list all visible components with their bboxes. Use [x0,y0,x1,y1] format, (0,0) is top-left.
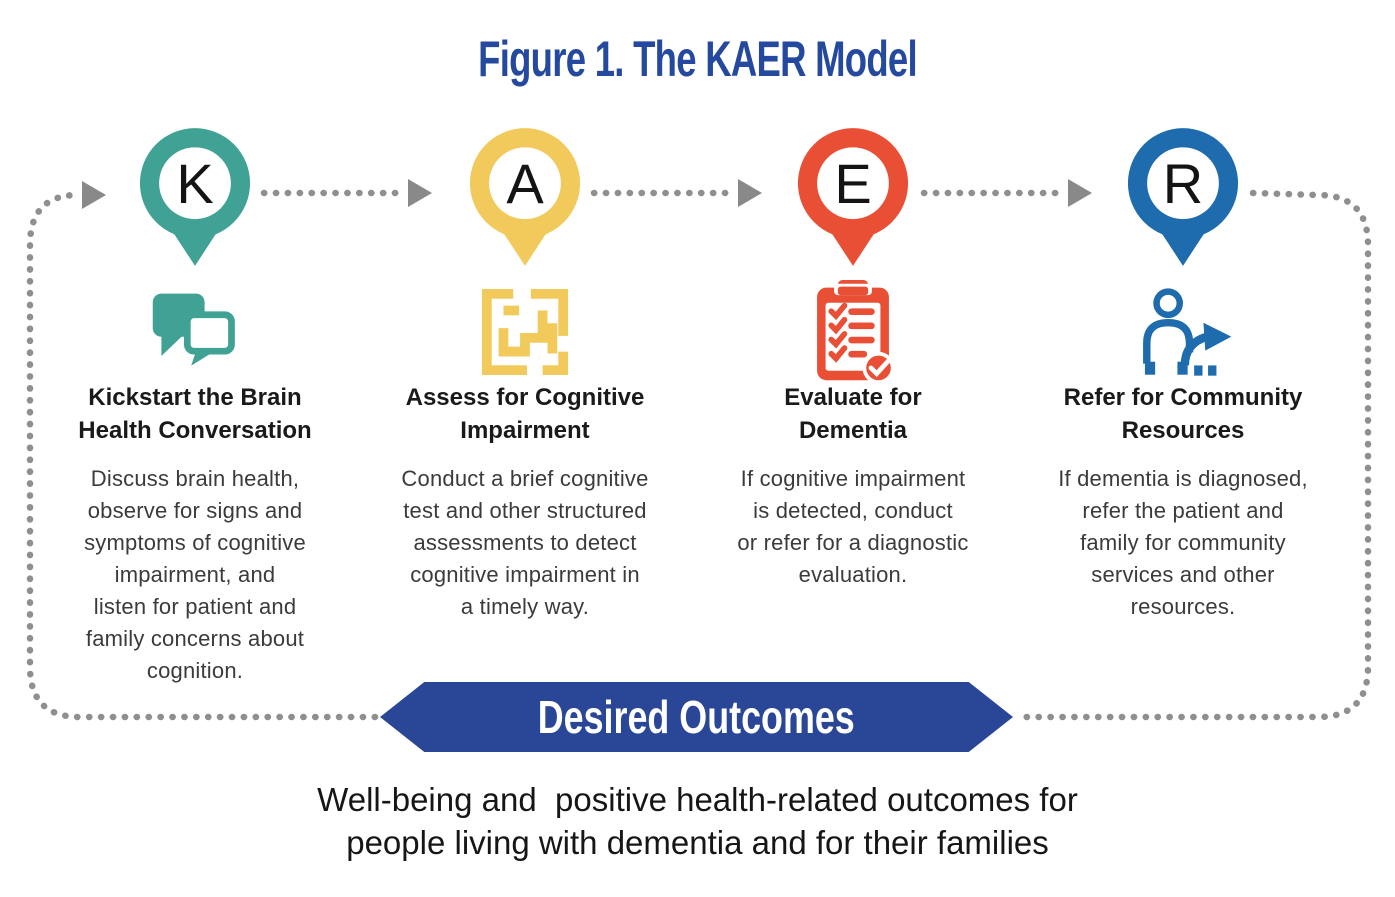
map-pin-icon [469,128,581,266]
pin-letter-k: K [176,152,214,215]
step-description-evaluate: If cognitive impairment is detected, con… [737,466,969,587]
step-heading-kickstart: Kickstart the Brain Health Conversation [78,384,312,444]
pin-marker-r: R [1124,122,1242,270]
step-column-refer: R Refer for Community Resources If demen… [1023,122,1343,623]
map-pin-icon [1127,128,1239,266]
pin-marker-e: E [794,122,912,270]
desired-outcomes-label: Desired Outcomes [537,691,856,743]
maze-icon [480,284,570,379]
desired-outcomes-banner: Desired Outcomes [380,682,1013,752]
pin-marker-k: K [136,122,254,270]
figure-title: Figure 1. The KAER Model [0,30,1395,88]
map-pin-icon [139,128,251,266]
clipboard-checklist-icon [805,279,901,384]
arrow-into-k-icon [82,181,106,209]
step-column-evaluate: E Evaluate for Dementia If c [693,122,1013,591]
figure-title-text: Figure 1. The KAER Model [478,31,918,87]
pin-letter-e: E [834,152,872,215]
map-pin-icon [797,128,909,266]
outcome-statement: Well-being and positive health-related o… [317,781,1078,861]
step-description-refer: If dementia is diagnosed, refer the pati… [1058,466,1308,619]
step-heading-evaluate: Evaluate for Dementia [784,384,922,444]
pin-letter-r: R [1162,152,1204,215]
arrow-k-to-a-icon [408,179,432,207]
step-description-assess: Conduct a brief cognitive test and other… [401,466,649,619]
flow-path-right [1014,189,1372,721]
step-heading-refer: Refer for Community Resources [1063,384,1303,444]
step-description-kickstart: Discuss brain health, observe for signs … [84,466,306,683]
pin-marker-a: A [466,122,584,270]
person-refer-arrow-icon [1131,284,1235,379]
arrow-e-to-r-icon [1068,179,1092,207]
step-heading-assess: Assess for Cognitive Impairment [405,384,645,444]
step-column-assess: A Assess for Cognitive Impairment Conduc… [365,122,685,623]
pin-letter-a: A [506,152,544,215]
chat-bubbles-icon [147,284,243,379]
step-column-kickstart: K Kickstart the Brain Health Conversatio… [35,122,355,687]
arrow-a-to-e-icon [738,179,762,207]
